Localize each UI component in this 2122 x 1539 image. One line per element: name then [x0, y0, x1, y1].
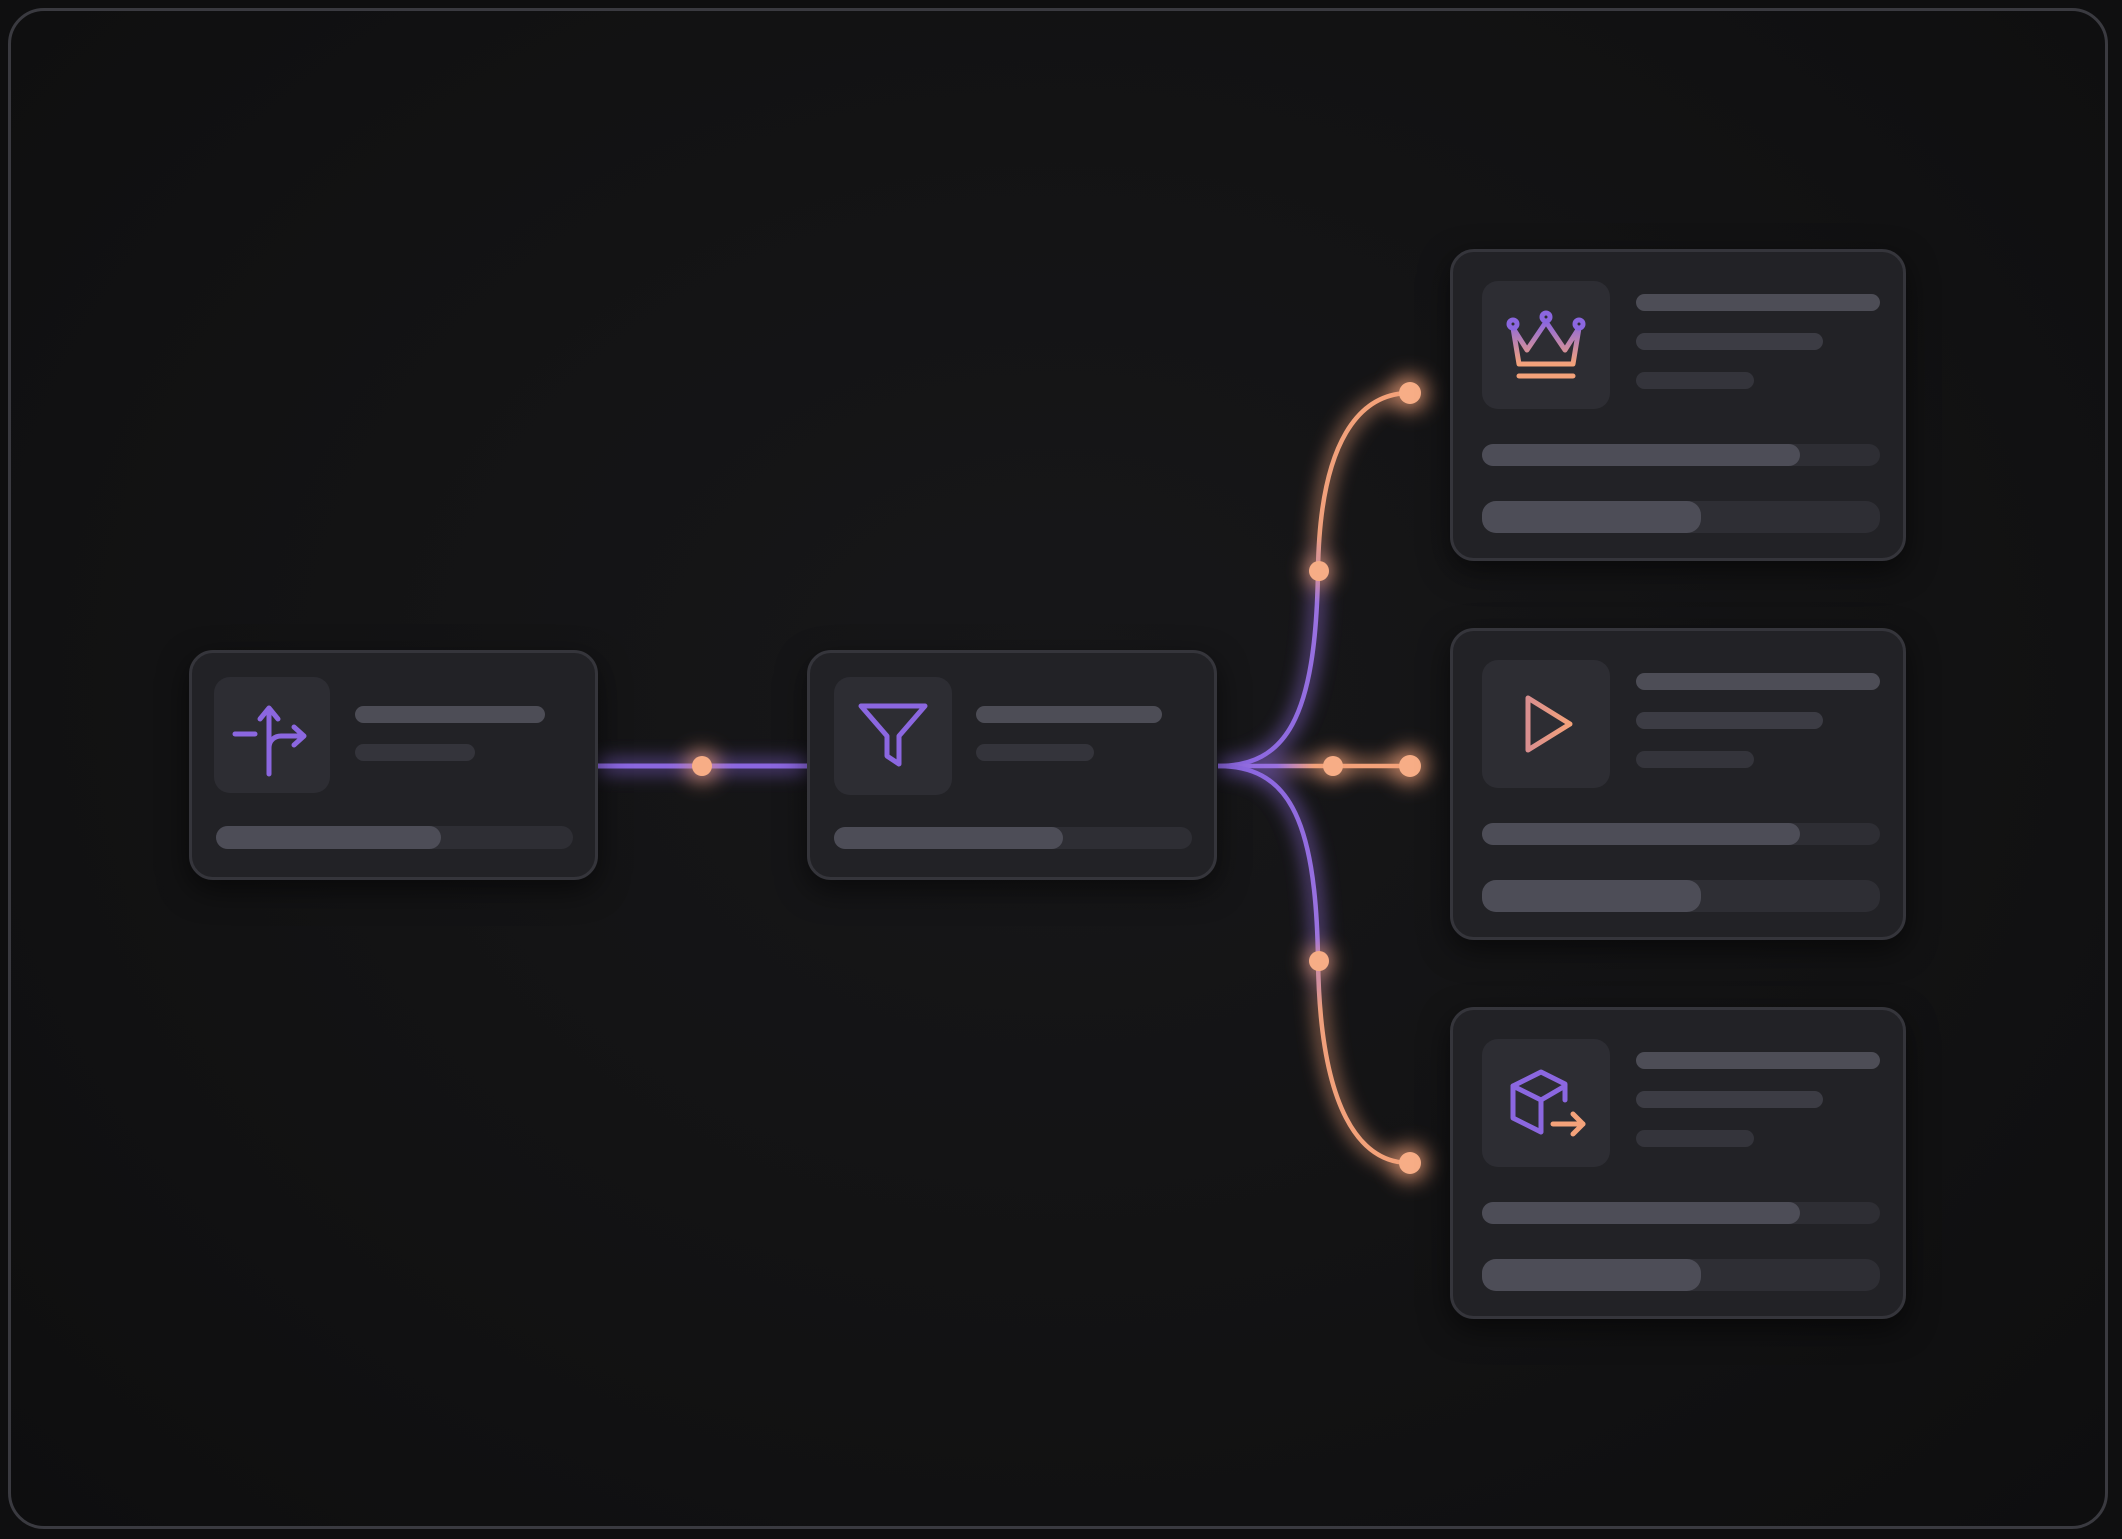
progress-fill — [1482, 444, 1801, 466]
connector-dot[interactable] — [1309, 951, 1329, 971]
progress-fill — [1482, 823, 1801, 845]
subtitle-placeholder — [1636, 712, 1823, 729]
progress-bar — [834, 827, 1192, 849]
icon-tile — [1482, 281, 1610, 409]
play-icon — [1525, 695, 1573, 753]
node-source[interactable] — [189, 650, 598, 880]
progress-bar — [1482, 1202, 1880, 1224]
crown-icon — [1506, 310, 1586, 379]
progress-fill — [834, 827, 1064, 849]
subtitle-placeholder — [1636, 1091, 1823, 1108]
subtitle-placeholder — [1636, 333, 1823, 350]
icon-tile — [1482, 660, 1610, 788]
progress-bar — [216, 826, 573, 849]
progress-fill — [1482, 880, 1701, 912]
node-export[interactable] — [1450, 1007, 1906, 1319]
route-split-icon — [232, 705, 307, 777]
meta-placeholder — [1636, 751, 1754, 768]
progress-bar — [1482, 444, 1880, 466]
progress-bar — [1482, 880, 1880, 912]
progress-fill — [216, 826, 441, 849]
meta-placeholder — [1636, 372, 1754, 389]
icon-tile — [214, 677, 330, 793]
title-placeholder — [1636, 673, 1880, 690]
node-filter[interactable] — [807, 650, 1217, 880]
icon-tile — [834, 677, 952, 795]
meta-placeholder — [1636, 1130, 1754, 1147]
node-play[interactable] — [1450, 628, 1906, 940]
subtitle-placeholder — [355, 744, 475, 761]
progress-fill — [1482, 1259, 1701, 1291]
progress-bar — [1482, 501, 1880, 533]
progress-bar — [1482, 1259, 1880, 1291]
progress-bar — [1482, 823, 1880, 845]
filter-funnel-icon — [858, 703, 928, 767]
title-placeholder — [1636, 294, 1880, 311]
progress-fill — [1482, 1202, 1801, 1224]
connector-dot[interactable] — [1399, 755, 1421, 777]
box-export-icon — [1510, 1069, 1586, 1137]
icon-tile — [1482, 1039, 1610, 1167]
progress-fill — [1482, 501, 1701, 533]
connector-dot[interactable] — [1309, 561, 1329, 581]
node-premium[interactable] — [1450, 249, 1906, 561]
subtitle-placeholder — [976, 744, 1094, 761]
title-placeholder — [1636, 1052, 1880, 1069]
title-placeholder — [355, 706, 545, 723]
connector-dot[interactable] — [1399, 1152, 1421, 1174]
title-placeholder — [976, 706, 1162, 723]
connector-dot[interactable] — [1399, 382, 1421, 404]
connector-dot[interactable] — [1323, 756, 1343, 776]
connector-dot[interactable] — [692, 756, 712, 776]
